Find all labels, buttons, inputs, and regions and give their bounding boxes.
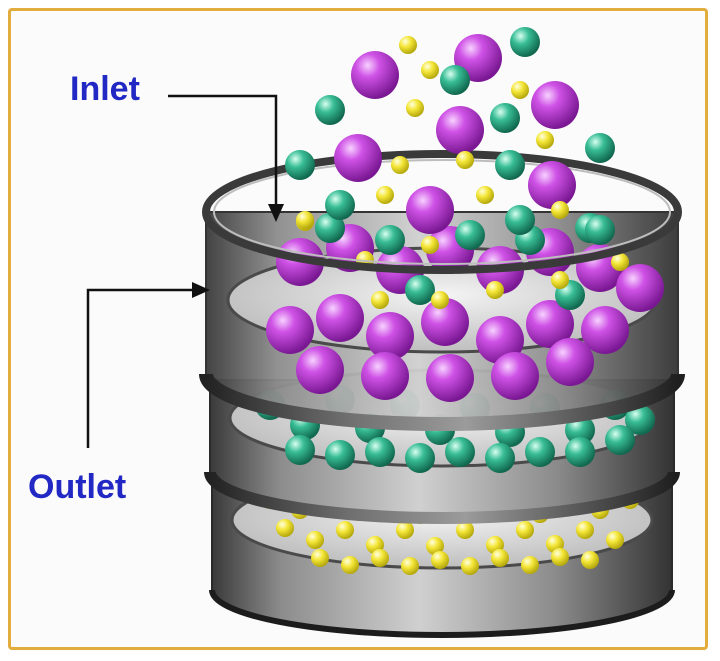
green-particle — [605, 425, 635, 455]
yellow-particle — [486, 281, 504, 299]
yellow-particle — [551, 201, 569, 219]
yellow-particle — [306, 531, 324, 549]
green-particle — [585, 215, 615, 245]
green-particle — [490, 103, 520, 133]
yellow-particle — [376, 186, 394, 204]
yellow-particle — [476, 186, 494, 204]
yellow-particle — [396, 521, 414, 539]
yellow-particle — [336, 521, 354, 539]
green-particle — [445, 437, 475, 467]
purple-particle-bed — [266, 213, 664, 402]
yellow-particle — [421, 61, 439, 79]
yellow-particle — [491, 549, 509, 567]
green-particle — [325, 190, 355, 220]
purple-particle — [266, 306, 314, 354]
purple-particle — [316, 294, 364, 342]
yellow-particle — [399, 36, 417, 54]
purple-particle — [436, 106, 484, 154]
yellow-particle — [606, 531, 624, 549]
green-particle — [585, 133, 615, 163]
green-particle — [440, 65, 470, 95]
yellow-particle — [576, 521, 594, 539]
purple-particle — [351, 51, 399, 99]
purple-particle — [616, 264, 664, 312]
yellow-particle — [551, 271, 569, 289]
purple-particle — [366, 312, 414, 360]
green-particle — [365, 437, 395, 467]
green-particle — [285, 435, 315, 465]
yellow-particle — [276, 519, 294, 537]
green-particle — [505, 205, 535, 235]
green-particle — [565, 437, 595, 467]
inlet-label: Inlet — [70, 70, 140, 108]
purple-particle — [296, 346, 344, 394]
green-particle — [315, 213, 345, 243]
yellow-particle — [401, 557, 419, 575]
yellow-particle — [296, 211, 314, 229]
purple-particle — [426, 354, 474, 402]
inlet-arrow — [168, 94, 284, 222]
yellow-particle — [371, 291, 389, 309]
yellow-particle — [456, 521, 474, 539]
purple-particle — [526, 300, 574, 348]
purple-particle — [546, 338, 594, 386]
yellow-particle — [341, 556, 359, 574]
purple-particle — [491, 352, 539, 400]
green-particle — [485, 443, 515, 473]
purple-particle — [361, 352, 409, 400]
incoming-particle-stream — [285, 27, 615, 245]
green-particle — [405, 443, 435, 473]
yellow-particle — [311, 549, 329, 567]
green-particle — [495, 150, 525, 180]
outlet-arrow — [86, 282, 210, 448]
green-particle — [315, 95, 345, 125]
yellow-particle — [421, 236, 439, 254]
purple-particle — [421, 298, 469, 346]
green-particle — [375, 225, 405, 255]
green-particle — [455, 220, 485, 250]
purple-particle — [406, 186, 454, 234]
purple-particle — [581, 306, 629, 354]
yellow-particle — [456, 151, 474, 169]
yellow-particle — [461, 557, 479, 575]
green-particle — [625, 405, 655, 435]
yellow-particle — [521, 556, 539, 574]
purple-particle — [528, 161, 576, 209]
yellow-particle — [406, 99, 424, 117]
sieve-tier-top — [199, 150, 685, 431]
green-particle — [510, 27, 540, 57]
green-particle — [285, 150, 315, 180]
yellow-particle — [536, 131, 554, 149]
green-particle — [405, 275, 435, 305]
yellow-particle — [391, 156, 409, 174]
yellow-particle — [431, 291, 449, 309]
yellow-particle — [511, 81, 529, 99]
outlet-label: Outlet — [28, 468, 127, 506]
yellow-particle — [426, 537, 444, 555]
yellow-particle — [516, 521, 534, 539]
purple-particle — [334, 134, 382, 182]
yellow-particle — [581, 551, 599, 569]
green-particle — [525, 437, 555, 467]
yellow-particle — [431, 551, 449, 569]
yellow-particle — [371, 549, 389, 567]
purple-particle — [476, 316, 524, 364]
purple-particle — [531, 81, 579, 129]
yellow-particle — [551, 548, 569, 566]
yellow-particle — [611, 253, 629, 271]
green-particle — [325, 440, 355, 470]
